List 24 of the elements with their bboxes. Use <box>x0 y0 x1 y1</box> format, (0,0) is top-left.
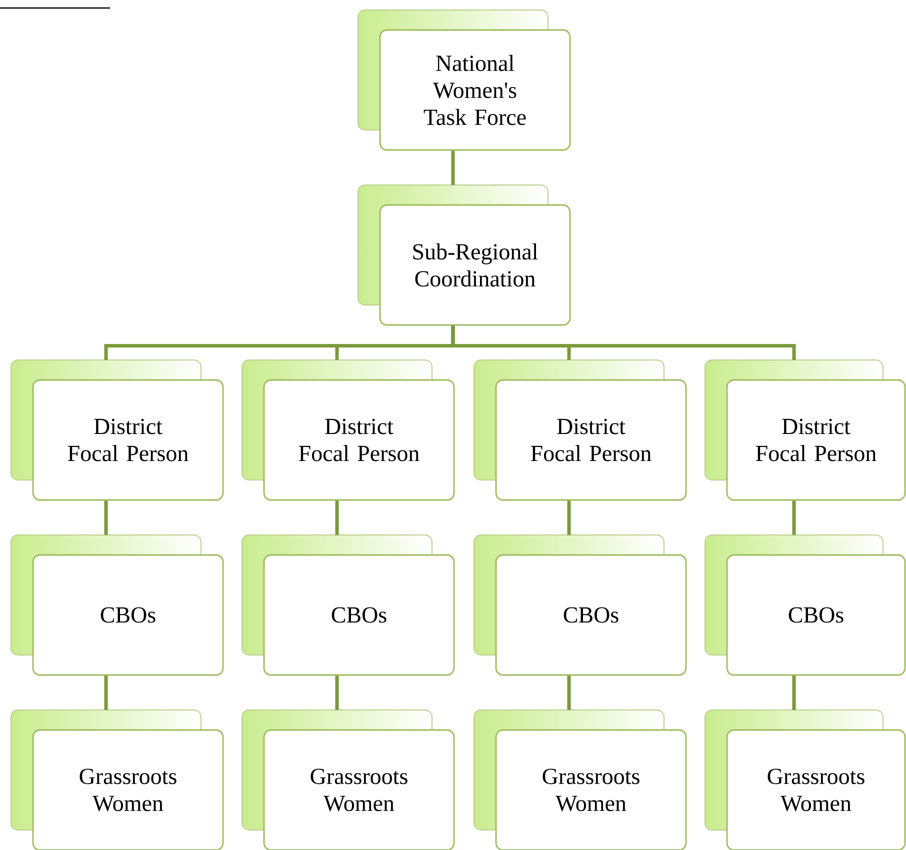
connector-line <box>567 500 571 535</box>
connector-line <box>451 326 796 360</box>
org-box: Grassroots Women <box>474 710 687 850</box>
connector-line <box>451 150 455 185</box>
org-box: Grassroots Women <box>242 710 455 850</box>
connector-line <box>104 676 108 710</box>
org-box: Grassroots Women <box>704 710 906 850</box>
org-box: CBOs <box>474 534 687 676</box>
org-box: Sub-Regional Coordination <box>358 184 571 326</box>
connector-line <box>792 676 796 710</box>
connector-line <box>792 500 796 535</box>
org-box: National Women's Task Force <box>358 10 571 151</box>
org-box: District Focal Person <box>242 360 455 501</box>
org-box: District Focal Person <box>704 360 906 501</box>
org-box: Grassroots Women <box>10 710 224 850</box>
connector-line <box>335 500 339 535</box>
org-box: District Focal Person <box>10 360 224 501</box>
org-box: District Focal Person <box>474 360 687 501</box>
connector-line <box>104 500 108 535</box>
connector-line <box>335 676 339 710</box>
connector-line <box>567 676 571 710</box>
org-box: CBOs <box>704 534 906 676</box>
org-box: CBOs <box>242 534 455 676</box>
org-box: CBOs <box>10 534 224 676</box>
